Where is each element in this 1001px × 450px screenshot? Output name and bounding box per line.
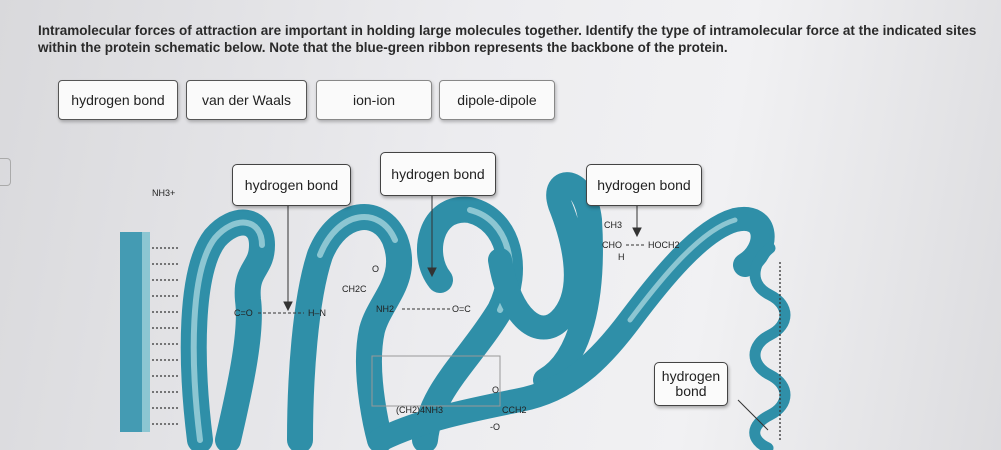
chem-hoch2: HOCH2 (648, 240, 680, 250)
chem-ch2-4-nh3: (CH2)4NH3 (396, 405, 443, 415)
edge-tab-marker (0, 158, 11, 186)
instructions-text: Intramolecular forces of attraction are … (38, 23, 977, 55)
chem-o-c: O=C (452, 304, 471, 314)
chip-dipole-dipole[interactable]: dipole-dipole (439, 80, 555, 120)
chem-cho: CHO (602, 240, 622, 250)
chem-ch2c: CH2C (342, 284, 367, 294)
protein-ribbon (180, 172, 775, 450)
chem-nh3: NH3+ (152, 188, 175, 198)
leader-lines (283, 196, 769, 431)
chem-h-n: H–N (308, 308, 326, 318)
placed-label-hbond-4[interactable]: hydrogen bond (654, 362, 728, 406)
chip-hydrogen-bond[interactable]: hydrogen bond (58, 80, 178, 120)
beta-sheet (120, 232, 180, 432)
chem-nh2: NH2 (376, 304, 394, 314)
alpha-helix (749, 242, 791, 450)
chem-o-minus: -O (490, 422, 500, 432)
chem-c-o-left: C=O (234, 308, 253, 318)
chem-ch3: CH3 (604, 220, 622, 230)
chip-ion-ion[interactable]: ion-ion (316, 80, 432, 120)
chem-o-cooh: O (492, 385, 499, 395)
placed-label-hbond-3[interactable]: hydrogen bond (586, 164, 702, 206)
chem-cch2: CCH2 (502, 405, 527, 415)
placed-label-hbond-1[interactable]: hydrogen bond (232, 164, 351, 206)
placed-label-hbond-2[interactable]: hydrogen bond (380, 152, 496, 196)
chem-annotations: NH3+ C=O H–N CH2C O NH2 O=C (CH2)4NH3 CC… (152, 188, 680, 432)
chem-h: H (618, 252, 625, 262)
chip-van-der-waals[interactable]: van der Waals (186, 80, 307, 120)
chem-o-top: O (372, 264, 379, 274)
